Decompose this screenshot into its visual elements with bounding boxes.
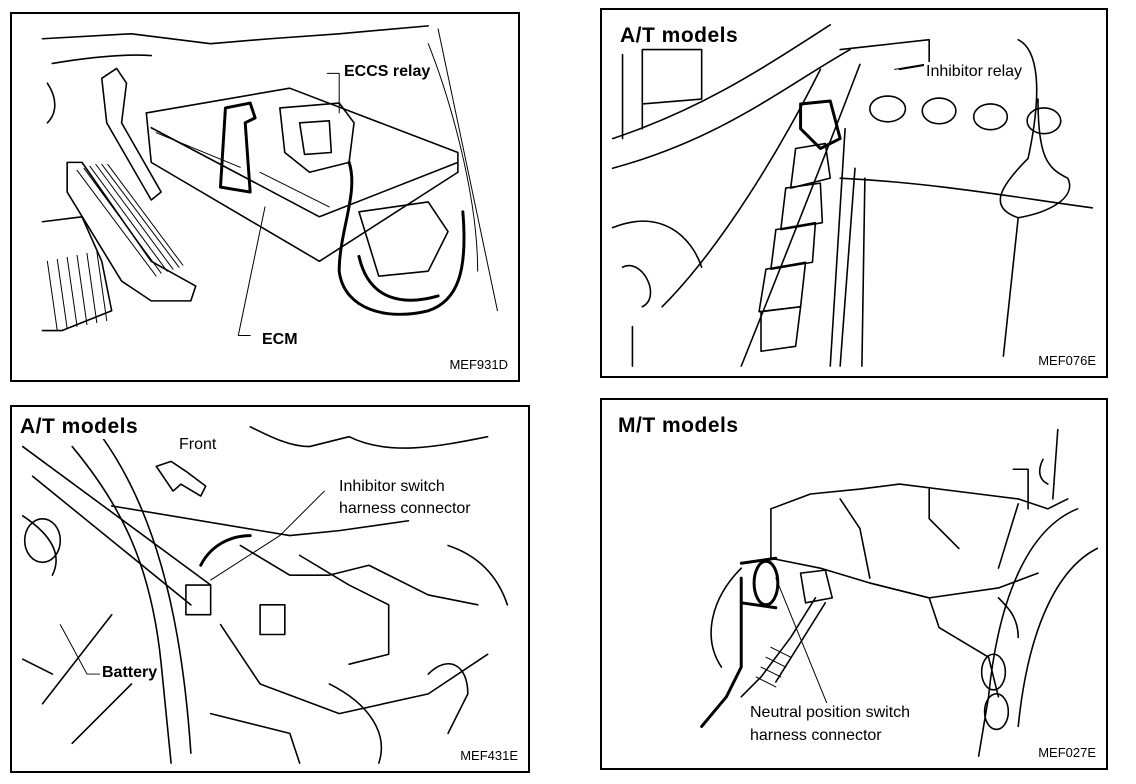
figure-code: MEF027E <box>1036 745 1098 760</box>
inhibitor-switch-illustration <box>21 425 509 764</box>
figure-neutral-position-switch: M/T models Neutral position switch harne… <box>600 398 1108 770</box>
inhibitor-relay-illustration <box>611 24 1094 367</box>
label-ecm: ECM <box>260 330 300 349</box>
label-inhibitor-switch-line2: harness connector <box>337 499 473 518</box>
figure-code: MEF431E <box>458 748 520 763</box>
label-inhibitor-relay: Inhibitor relay <box>924 62 1025 81</box>
neutral-switch-illustration <box>700 428 1099 757</box>
label-front: Front <box>177 435 219 454</box>
figure-ecm-eccs-relay: ECCS relay ECM MEF931D <box>10 12 520 382</box>
figure-code: MEF076E <box>1036 353 1098 368</box>
label-neutral-switch-line2: harness connector <box>748 726 884 745</box>
figure-title: M/T models <box>616 414 741 438</box>
figure-code: MEF931D <box>447 357 510 372</box>
label-neutral-switch-line1: Neutral position switch <box>748 703 913 722</box>
label-inhibitor-switch-line1: Inhibitor switch <box>337 477 447 496</box>
label-eccs-relay: ECCS relay <box>342 62 433 81</box>
front-arrow-icon <box>155 460 207 497</box>
figure-title: A/T models <box>618 24 741 48</box>
label-battery: Battery <box>100 663 160 682</box>
figure-inhibitor-switch-connector: A/T models Front Inhibitor switch harnes… <box>10 405 530 773</box>
figure-title: A/T models <box>18 415 141 439</box>
ecm-illustration <box>41 25 498 336</box>
figure-inhibitor-relay: A/T models Inhibitor relay MEF076E <box>600 8 1108 378</box>
